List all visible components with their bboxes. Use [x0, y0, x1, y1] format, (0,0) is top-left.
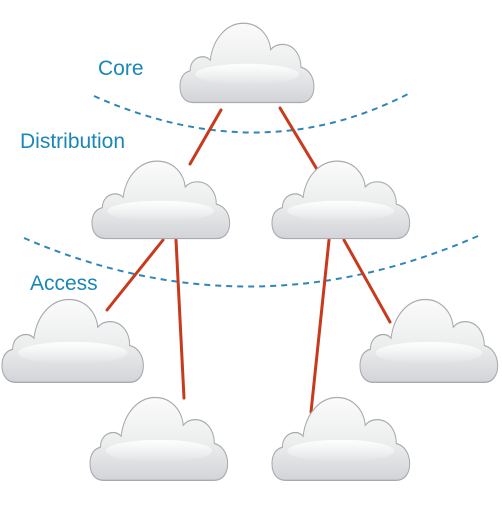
links [105, 106, 392, 414]
core-cloud[interactable] [179, 22, 315, 104]
distribution-access-boundary [23, 235, 479, 288]
core-distribution-boundary [93, 93, 409, 134]
link-distribution-right-access-4 [342, 238, 392, 324]
link-distribution-left-access-1 [105, 238, 165, 312]
link-core-distribution-left [188, 108, 223, 166]
layer-label-access: Access [30, 272, 98, 295]
link-distribution-left-access-2 [174, 238, 186, 400]
link-core-distribution-right [278, 106, 323, 178]
access-cloud-2[interactable] [89, 396, 229, 481]
link-distribution-right-access-3 [309, 238, 331, 414]
distribution-cloud-left[interactable] [91, 160, 231, 240]
layer-label-distribution: Distribution [20, 130, 125, 153]
access-cloud-4[interactable] [359, 298, 499, 383]
distribution-cloud-right[interactable] [271, 160, 411, 240]
layer-label-core: Core [98, 57, 144, 80]
access-cloud-3[interactable] [271, 396, 411, 481]
access-cloud-1[interactable] [1, 298, 145, 383]
